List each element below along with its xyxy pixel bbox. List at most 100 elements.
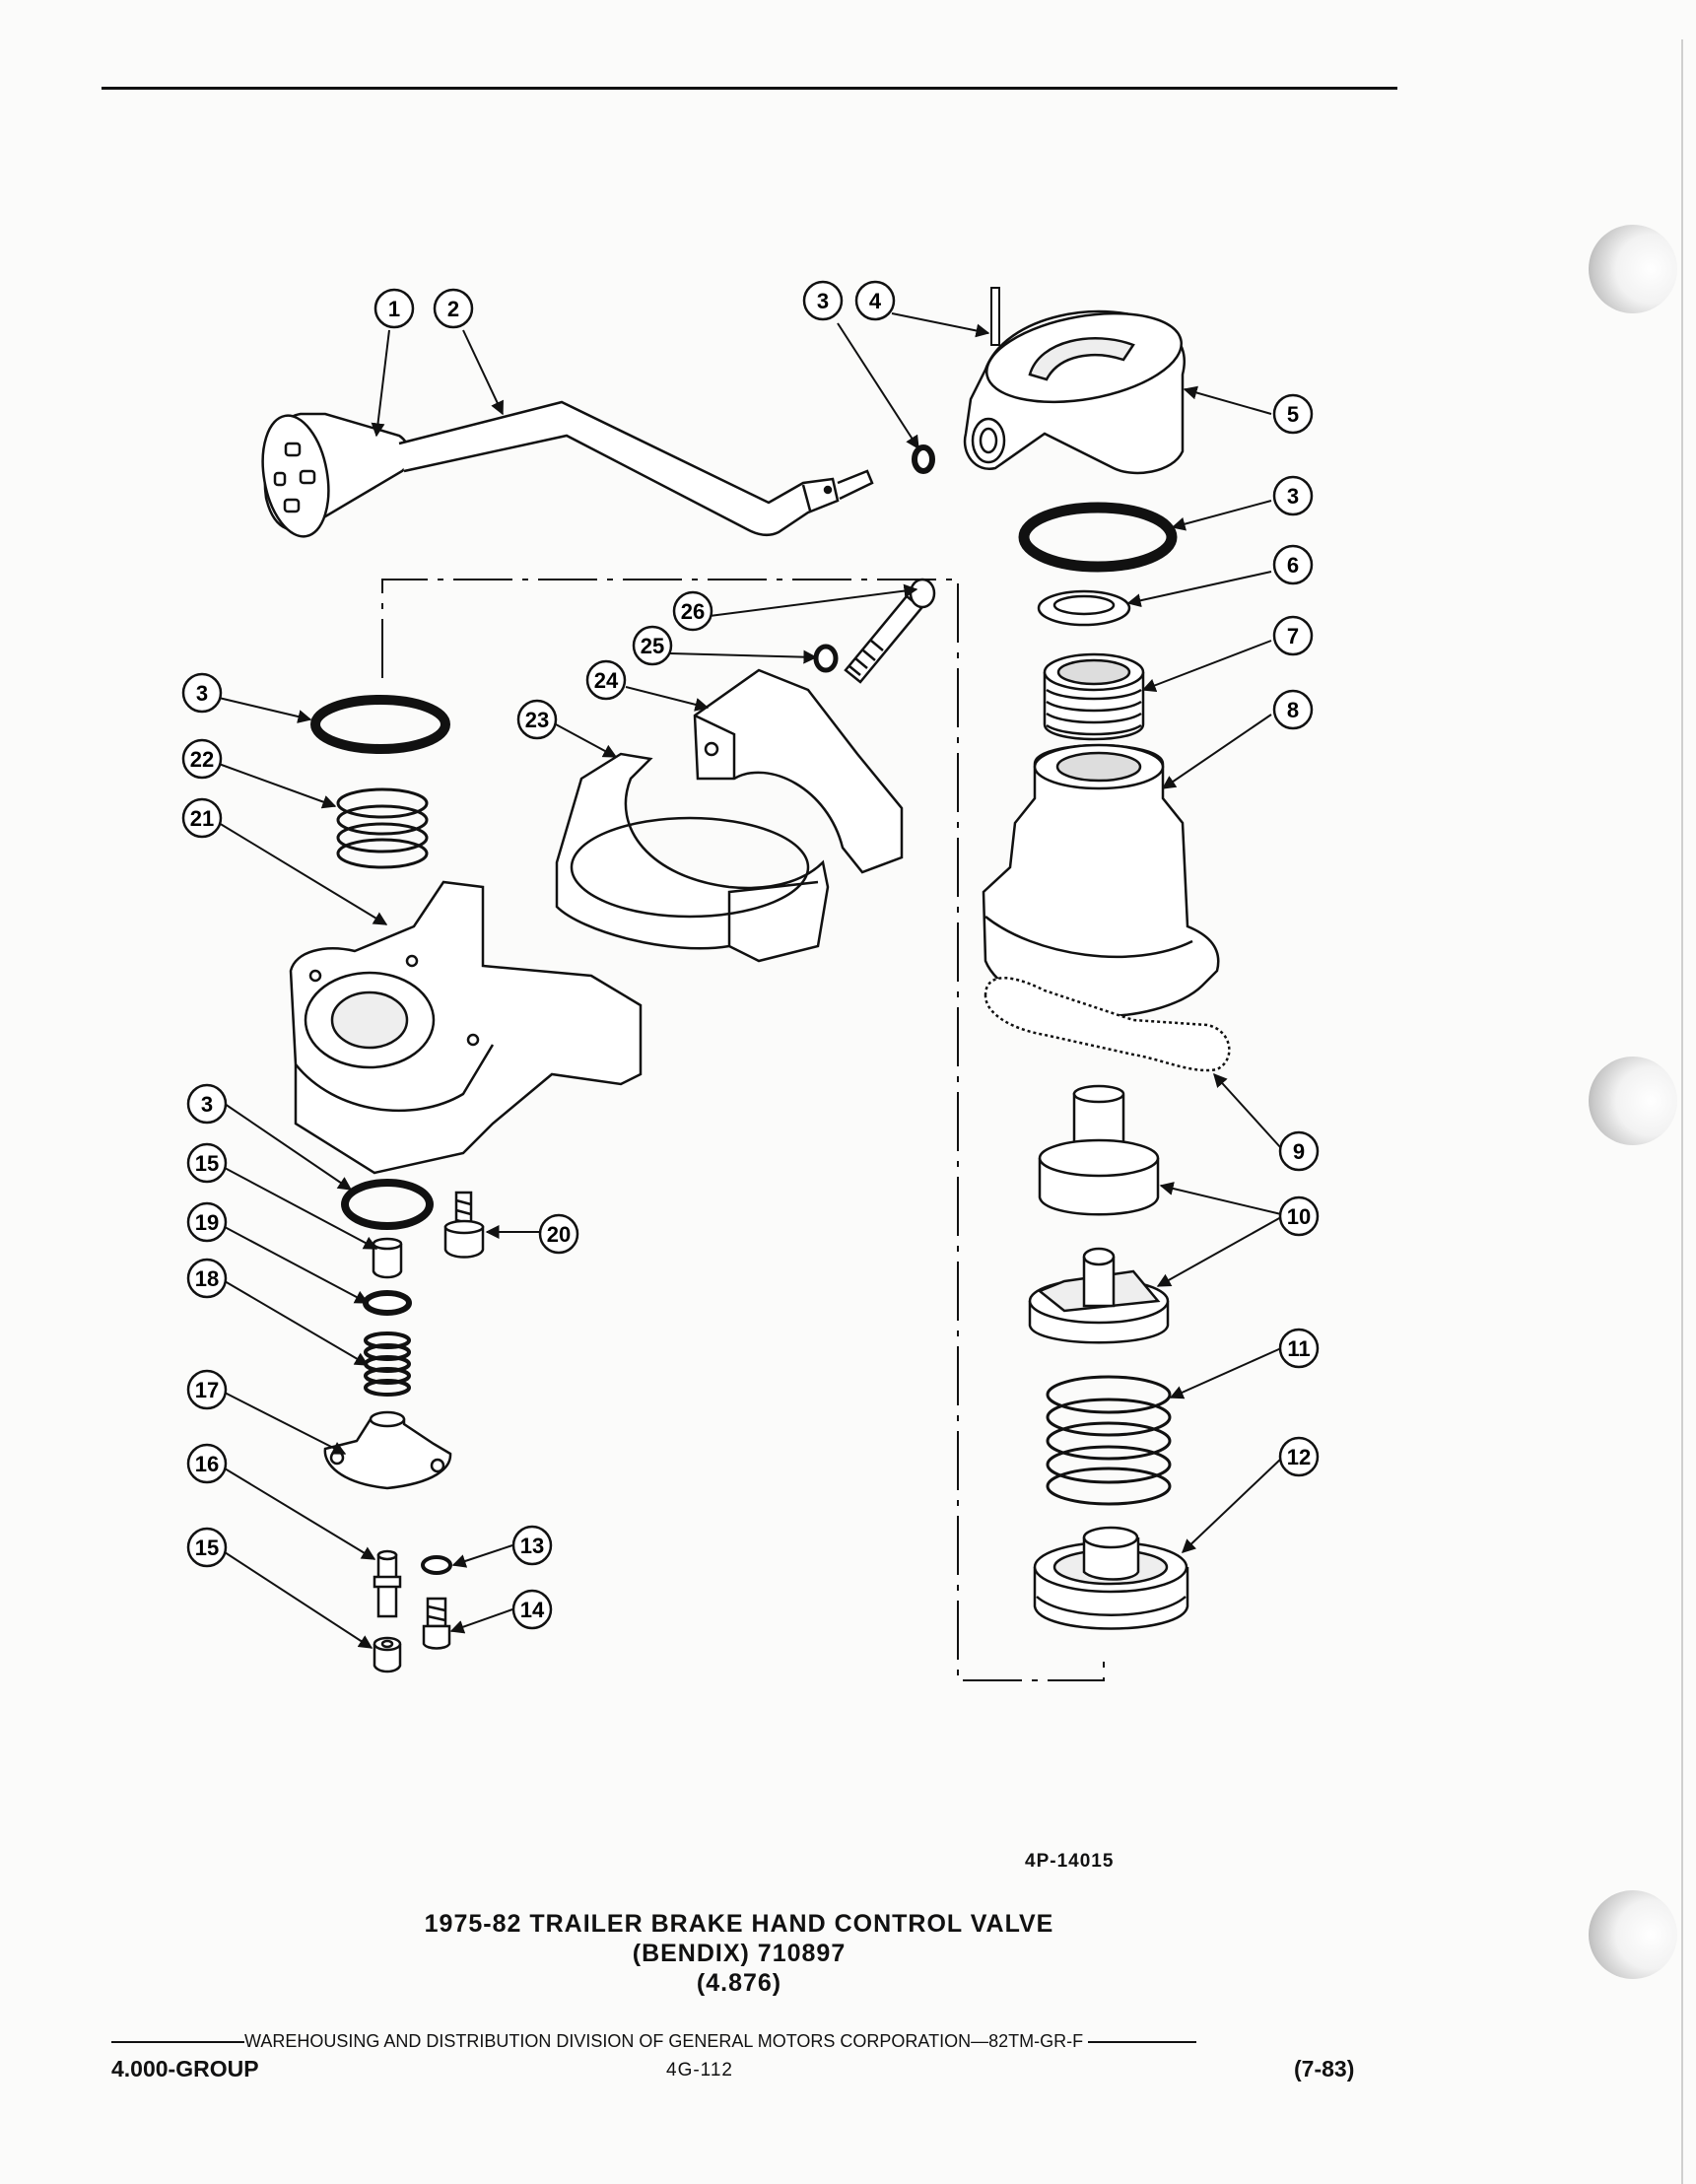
part-bolt [844, 578, 936, 684]
caption-section: (4.876) [696, 1969, 782, 1997]
part-clamp-upper [693, 668, 904, 874]
svg-text:11: 11 [1287, 1336, 1310, 1361]
svg-text:15: 15 [195, 1151, 219, 1176]
footer-page-number: 4G-112 [666, 2060, 733, 2081]
binder-hole-top [1589, 225, 1677, 313]
svg-text:26: 26 [681, 599, 705, 624]
part-clamp-lower [555, 752, 830, 963]
part-valve-body [982, 743, 1220, 1018]
svg-text:6: 6 [1287, 553, 1299, 578]
callout-22: 22 [181, 738, 223, 780]
part-o-ring-left-upper [310, 695, 450, 754]
callout-10: 10 [1278, 1195, 1320, 1237]
part-small-plunger [373, 1549, 402, 1618]
part-handle-assembly [261, 400, 874, 538]
part-gasket [984, 977, 1231, 1072]
callout-24: 24 [585, 659, 627, 701]
part-cap-housing [963, 309, 1187, 475]
svg-text:10: 10 [1287, 1204, 1311, 1229]
footer-division-line: WAREHOUSING AND DISTRIBUTION DIVISION OF… [111, 2031, 1383, 2052]
footer-division-text: WAREHOUSING AND DISTRIBUTION DIVISION OF… [244, 2031, 1084, 2051]
svg-text:3: 3 [196, 681, 208, 706]
svg-text:3: 3 [1287, 484, 1299, 509]
page-edge-shadow [1681, 39, 1683, 2184]
callout-leader-lines [218, 312, 1282, 1649]
callout-17: 17 [186, 1369, 228, 1410]
svg-text:22: 22 [190, 747, 214, 772]
callout-19: 19 [186, 1201, 228, 1243]
svg-text:4: 4 [869, 289, 882, 313]
part-threaded-nut [1043, 652, 1145, 741]
callout-6: 6 [1272, 544, 1314, 585]
part-plunger-lower [1028, 1247, 1170, 1344]
part-spring-large [1046, 1375, 1172, 1506]
svg-text:3: 3 [817, 289, 829, 313]
part-retaining-ring [1037, 589, 1131, 627]
svg-text:8: 8 [1287, 698, 1299, 722]
svg-text:14: 14 [520, 1598, 545, 1622]
svg-text:18: 18 [195, 1266, 219, 1291]
figure-code: 4P-14015 [1025, 1851, 1115, 1872]
part-plunger-upper [1038, 1084, 1160, 1216]
assembly-dashed-lines [381, 579, 1105, 1681]
callout-4: 4 [854, 280, 896, 321]
callout-15-upper: 15 [186, 1142, 228, 1184]
svg-text:9: 9 [1293, 1139, 1305, 1164]
callout-11: 11 [1278, 1328, 1320, 1369]
part-screw-upper [443, 1191, 485, 1259]
binder-hole-middle [1589, 1057, 1677, 1145]
callout-18: 18 [186, 1258, 228, 1299]
part-pin [990, 287, 1000, 346]
callout-14: 14 [511, 1589, 553, 1630]
part-main-body [289, 880, 643, 1175]
svg-text:25: 25 [641, 634, 664, 658]
svg-text:19: 19 [195, 1210, 219, 1235]
callout-7: 7 [1272, 615, 1314, 656]
callouts: 1 2 3 4 5 3 6 7 8 26 25 24 23 3 22 21 9 … [181, 280, 1320, 1630]
callout-2: 2 [433, 288, 474, 329]
svg-text:13: 13 [520, 1534, 544, 1558]
binder-hole-bottom [1589, 1890, 1677, 1979]
svg-text:5: 5 [1287, 402, 1299, 427]
callout-15-lower: 15 [186, 1527, 228, 1568]
caption-part-number: (BENDIX) 710897 [632, 1940, 847, 1967]
callout-13: 13 [511, 1525, 553, 1566]
part-piston [1033, 1526, 1189, 1630]
callout-3-ring-left: 3 [181, 672, 223, 714]
svg-text:1: 1 [388, 297, 400, 321]
svg-text:12: 12 [1287, 1445, 1311, 1469]
footer-date-code: (7-83) [1294, 2056, 1355, 2082]
part-washer-13 [421, 1555, 452, 1575]
part-screw-lower [422, 1597, 451, 1650]
part-lock-washer [813, 644, 839, 673]
part-cap-small-upper [372, 1237, 403, 1279]
callout-8: 8 [1272, 689, 1314, 730]
part-spring-small [336, 787, 429, 869]
callout-12: 12 [1278, 1436, 1320, 1477]
part-o-ring-left-lower [341, 1179, 434, 1230]
part-large-o-ring-right [1018, 502, 1178, 573]
part-valve-cap [323, 1410, 452, 1490]
part-washer-19 [363, 1290, 412, 1316]
callout-25: 25 [632, 625, 673, 666]
callout-5: 5 [1272, 393, 1314, 435]
svg-text:15: 15 [195, 1536, 219, 1560]
part-cap-small-lower [373, 1636, 402, 1673]
callout-3-ring-lower: 3 [186, 1083, 228, 1125]
callout-20: 20 [538, 1213, 579, 1255]
part-spring-18 [364, 1331, 411, 1397]
callout-21: 21 [181, 797, 223, 839]
caption-title: 1975-82 TRAILER BRAKE HAND CONTROL VALVE [424, 1910, 1054, 1938]
svg-text:2: 2 [447, 297, 459, 321]
svg-text:20: 20 [547, 1222, 571, 1247]
callout-26: 26 [672, 590, 713, 632]
callout-1: 1 [373, 288, 415, 329]
part-small-washer [912, 444, 935, 474]
svg-text:7: 7 [1287, 624, 1299, 648]
svg-text:17: 17 [195, 1378, 219, 1402]
footer-group: 4.000-GROUP [111, 2056, 259, 2082]
callout-3-large-ring: 3 [1272, 475, 1314, 516]
callout-23: 23 [516, 699, 558, 740]
